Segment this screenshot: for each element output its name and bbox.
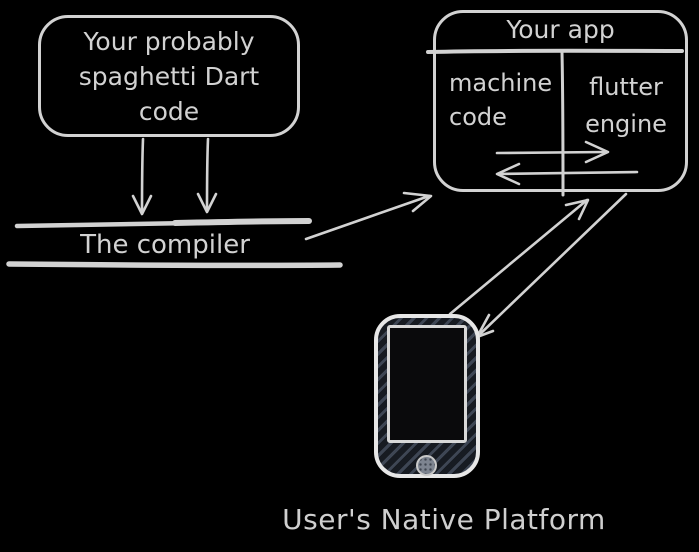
compiler-to-app-arrow (304, 191, 433, 241)
compiler-label: The compiler (80, 230, 250, 260)
dart-to-compiler-arrow-right (196, 137, 218, 214)
compiler-top-line (14, 218, 312, 229)
app-box-title: Your app (506, 15, 615, 44)
app-title-divider (426, 48, 684, 54)
machine-to-engine-arrow (495, 140, 610, 164)
phone-to-app-arrow (448, 198, 590, 316)
flutter-engine-label: flutter engine (585, 73, 667, 138)
compiler-bottom-line (6, 261, 343, 269)
machine-code-label: machine code (449, 69, 553, 131)
phone-icon (374, 314, 480, 478)
engine-to-machine-arrow (495, 162, 639, 186)
phone-home-button-icon (416, 455, 437, 476)
platform-caption: User's Native Platform (282, 503, 606, 536)
app-to-phone-arrow (475, 192, 628, 339)
dart-to-compiler-arrow-left (131, 137, 153, 216)
dart-code-label: Your probably spaghetti Dart code (78, 26, 260, 126)
phone-screen (387, 325, 467, 443)
dart-code-box: Your probably spaghetti Dart code (38, 15, 300, 137)
app-cell-divider (560, 50, 565, 197)
app-box (433, 10, 688, 192)
